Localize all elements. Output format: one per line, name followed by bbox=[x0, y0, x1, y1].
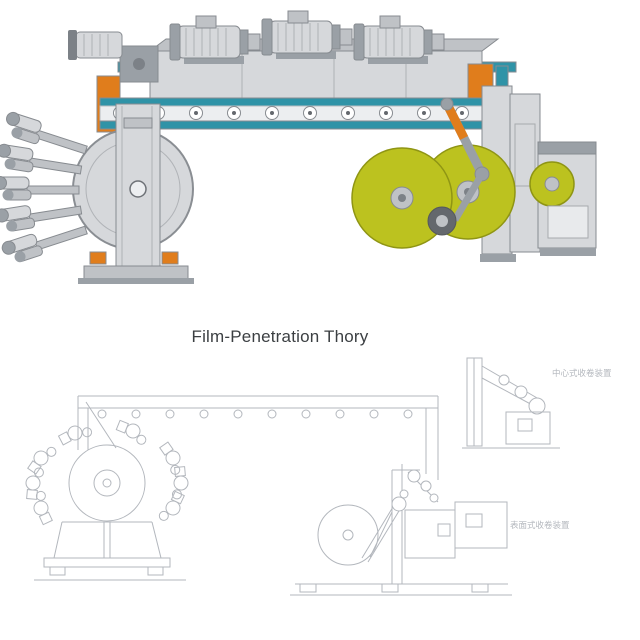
satellite-roller-arms bbox=[0, 110, 91, 267]
machine-line-diagram: 中心式收卷装置 表面式收卷装置 bbox=[24, 357, 612, 596]
control-cabinet bbox=[529, 141, 597, 249]
tower-column bbox=[115, 103, 161, 269]
annotation-surface-winder: 表面式收卷装置 bbox=[510, 520, 570, 531]
orange-foot-left bbox=[89, 251, 107, 265]
hydraulic-arm bbox=[440, 97, 490, 222]
tower-base bbox=[83, 265, 189, 280]
machine-3d-render bbox=[0, 10, 597, 284]
winder-drawing bbox=[290, 464, 512, 596]
center-winder-inset bbox=[462, 357, 560, 449]
left-print-tower bbox=[0, 103, 194, 284]
right-winder-unit bbox=[351, 85, 597, 262]
figure-title: Film-Penetration Thory bbox=[191, 327, 369, 346]
orange-foot-right bbox=[161, 251, 179, 265]
annotation-center-winder: 中心式收卷装置 bbox=[552, 368, 612, 379]
left-gear-motor bbox=[68, 30, 159, 83]
ci-drum-drawing bbox=[24, 418, 190, 581]
bridge-drawing bbox=[77, 395, 439, 480]
